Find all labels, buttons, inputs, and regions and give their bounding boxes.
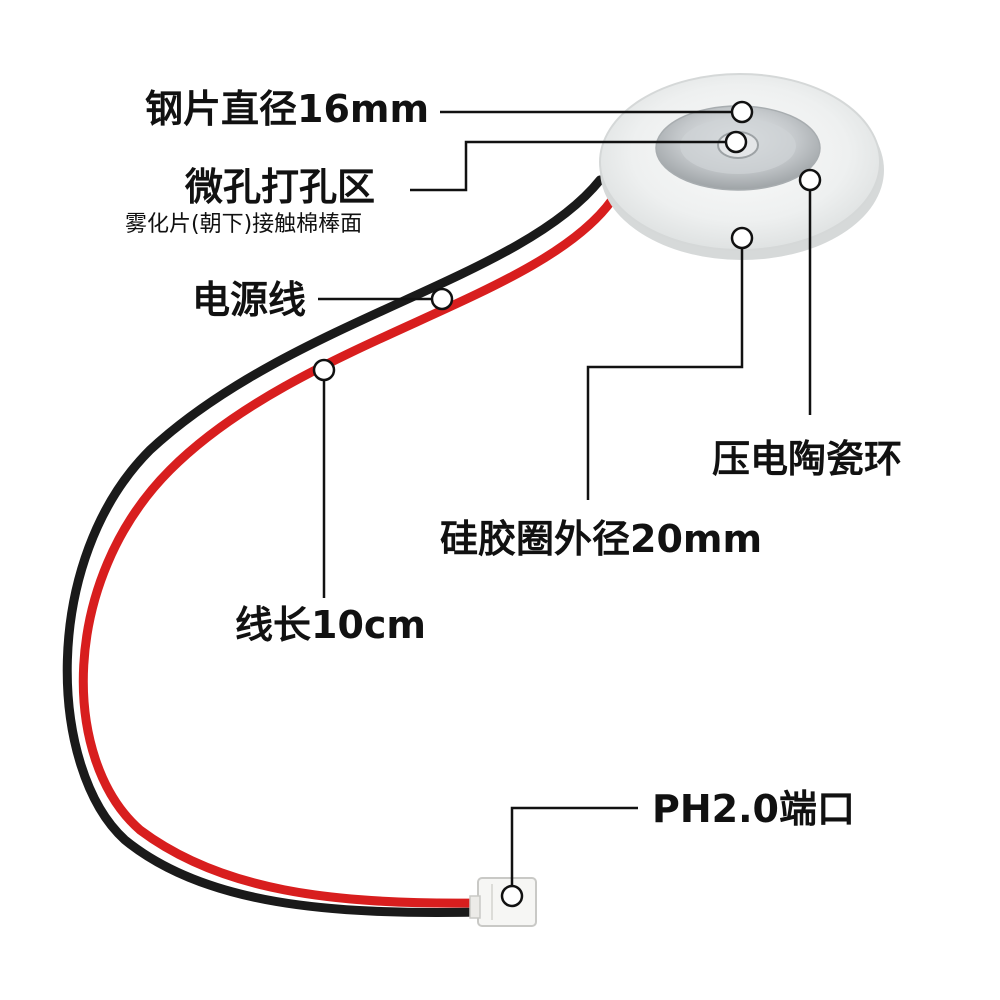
label-steel-diameter: 钢片直径16mm: [145, 87, 430, 131]
callout-dot-icon: [798, 168, 822, 192]
callout-dot-icon: [500, 884, 524, 908]
label-silicone-outer: 硅胶圈外径20mm: [440, 517, 763, 561]
label-power-wire: 电源线: [192, 278, 307, 322]
callout-dot-icon: [430, 287, 454, 311]
label-micro-hole-note: 雾化片(朝下)接触棉棒面: [125, 212, 363, 237]
label-piezo-ring: 压电陶瓷环: [712, 437, 903, 481]
label-ph-port: PH2.0端口: [652, 787, 855, 831]
callout-dot-icon: [730, 226, 754, 250]
callout-dots: [312, 100, 822, 908]
label-micro-hole-area: 微孔打孔区: [185, 165, 376, 209]
leader-lines: [318, 110, 812, 896]
callout-dot-icon: [730, 100, 754, 124]
black-wire: [62, 175, 605, 917]
callout-dot-icon: [312, 358, 336, 382]
callout-dot-icon: [724, 130, 748, 154]
red-wire: [78, 195, 617, 908]
label-wire-length: 线长10cm: [235, 603, 427, 647]
